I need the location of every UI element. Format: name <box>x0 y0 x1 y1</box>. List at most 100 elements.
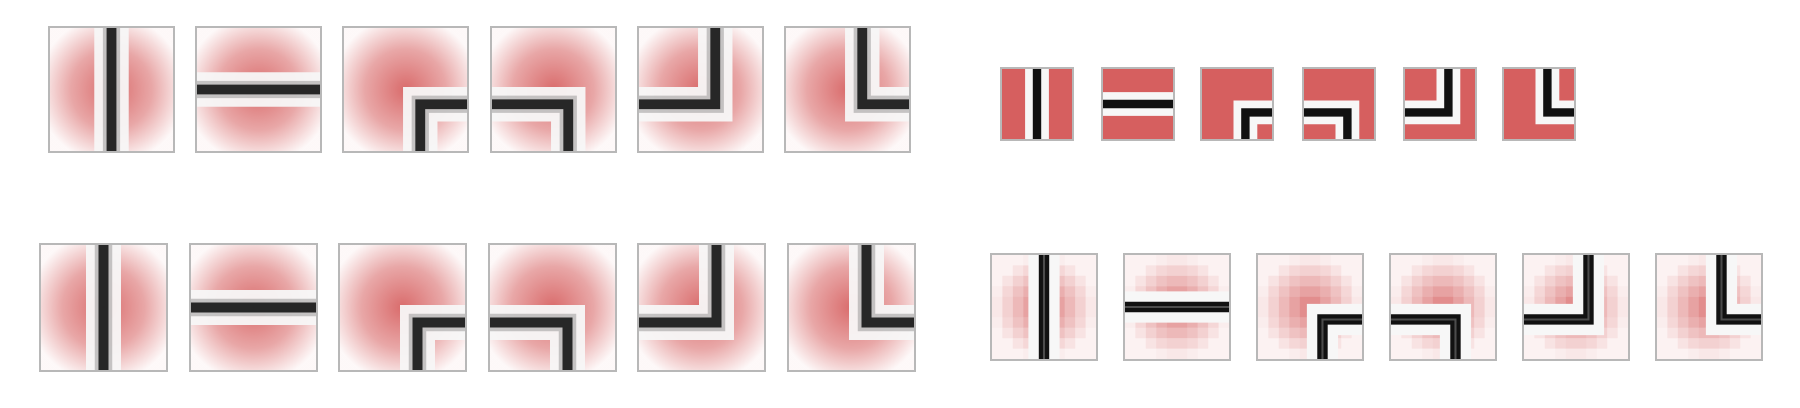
pixel-cell <box>1054 348 1065 359</box>
pixel-cell <box>1453 265 1464 276</box>
pixel-cell <box>1432 348 1443 359</box>
pixel-cell <box>1156 348 1167 359</box>
pixel-cell <box>1729 338 1741 349</box>
pixel-cell <box>1085 317 1096 328</box>
filter-tile <box>488 243 617 372</box>
pixel-cell <box>1555 265 1566 276</box>
pixel-cell <box>1218 255 1229 266</box>
pixel-cell <box>1320 286 1331 297</box>
filter-tile <box>990 253 1098 361</box>
pixel-cell <box>1075 255 1086 266</box>
pixel-cell <box>1289 317 1300 328</box>
pixel-cell <box>1125 255 1136 266</box>
pixel-cell <box>1443 275 1454 287</box>
pixel-cell <box>1667 338 1678 349</box>
pixel-cell <box>1453 255 1464 266</box>
pixel-cell <box>1208 275 1219 287</box>
pixel-cell <box>1422 296 1433 307</box>
pixel-cell <box>1278 275 1290 287</box>
pixel-cell <box>1064 307 1076 318</box>
pixel-cell <box>1268 296 1279 307</box>
pixel-cell <box>1524 275 1535 287</box>
pixel-cell <box>1075 327 1086 339</box>
pixel-cell <box>1289 255 1300 266</box>
pixel-cell <box>1411 255 1423 266</box>
black-edge <box>1241 108 1272 139</box>
pixel-cell <box>1023 348 1034 359</box>
pixel-cell <box>1657 348 1668 359</box>
black-edge <box>412 317 465 370</box>
pixel-cell <box>992 255 1003 266</box>
pixel-cell <box>1719 338 1730 349</box>
pixel-cell <box>1750 275 1761 287</box>
pixel-cell <box>1391 275 1402 287</box>
pixel-cell <box>1474 348 1485 359</box>
pixel-cell <box>1268 286 1279 297</box>
filter-tile <box>637 26 764 153</box>
pixel-cell <box>1125 348 1136 359</box>
pixel-cell <box>1474 275 1485 287</box>
pixel-cell <box>1667 255 1678 266</box>
pixel-cell <box>1698 265 1709 276</box>
pixel-cell <box>1166 265 1177 276</box>
pixel-cell <box>1524 255 1535 266</box>
pixel-cell <box>1054 307 1065 318</box>
pixel-cell <box>1607 275 1618 287</box>
corner-top-right-filter <box>786 28 909 151</box>
pixel-cell <box>1677 338 1689 349</box>
pixel-cell <box>1208 338 1219 349</box>
pixel-cell <box>1443 255 1454 266</box>
pixel-cell <box>1432 296 1443 307</box>
pixel-cell <box>1351 296 1362 307</box>
pixel-cell <box>1617 317 1628 328</box>
pixel-cell <box>1677 327 1689 339</box>
pixel-cell <box>1411 275 1423 287</box>
pixel-cell <box>1054 275 1065 287</box>
pixel-cell <box>1607 255 1618 266</box>
pixel-cell <box>1299 317 1310 328</box>
filter-tile <box>1256 253 1364 361</box>
pixel-cell <box>1565 338 1576 349</box>
pixel-cell <box>1330 255 1342 266</box>
pixel-cell <box>1617 338 1628 349</box>
pixel-cell <box>1719 348 1730 359</box>
pixel-cell <box>1698 317 1709 328</box>
pixel-cell <box>1657 255 1668 266</box>
pixel-cell <box>1012 348 1024 359</box>
pixel-cell <box>1341 338 1352 349</box>
pixel-cell <box>1258 275 1269 287</box>
pixel-cell <box>1401 286 1412 297</box>
pixel-cell <box>1688 265 1699 276</box>
pixel-cell <box>1565 255 1576 266</box>
pixel-cell <box>1677 307 1689 318</box>
pixel-cell <box>1330 275 1342 287</box>
pixel-cell <box>1688 338 1699 349</box>
pixel-cell <box>1299 348 1310 359</box>
pixel-cell <box>1289 307 1300 318</box>
black-edge <box>1543 69 1574 117</box>
pixel-cell <box>1258 317 1269 328</box>
pixel-cell <box>1054 338 1065 349</box>
pixel-cell <box>1698 296 1709 307</box>
pixel-cell <box>1453 275 1464 287</box>
corner-top-left-filter <box>639 28 762 151</box>
pixel-cell <box>1145 327 1157 339</box>
pixel-cell <box>1289 286 1300 297</box>
pixel-cell <box>1422 338 1433 349</box>
pixel-cell <box>1750 265 1761 276</box>
pixel-cell <box>1125 327 1136 339</box>
pixel-cell <box>1422 348 1433 359</box>
pixel-cell <box>1341 275 1352 287</box>
pixel-cell <box>1617 275 1628 287</box>
pixel-cell <box>1177 265 1188 276</box>
pixel-cell <box>1002 265 1013 276</box>
pixel-cell <box>1177 275 1188 287</box>
pixel-cell <box>1197 327 1209 339</box>
filter-tile <box>637 243 766 372</box>
pixel-cell <box>1330 286 1342 297</box>
pixel-cell <box>1740 296 1751 307</box>
pixel-cell <box>1145 348 1157 359</box>
pixel-cell <box>1197 275 1209 287</box>
filter-tile <box>1522 253 1630 361</box>
